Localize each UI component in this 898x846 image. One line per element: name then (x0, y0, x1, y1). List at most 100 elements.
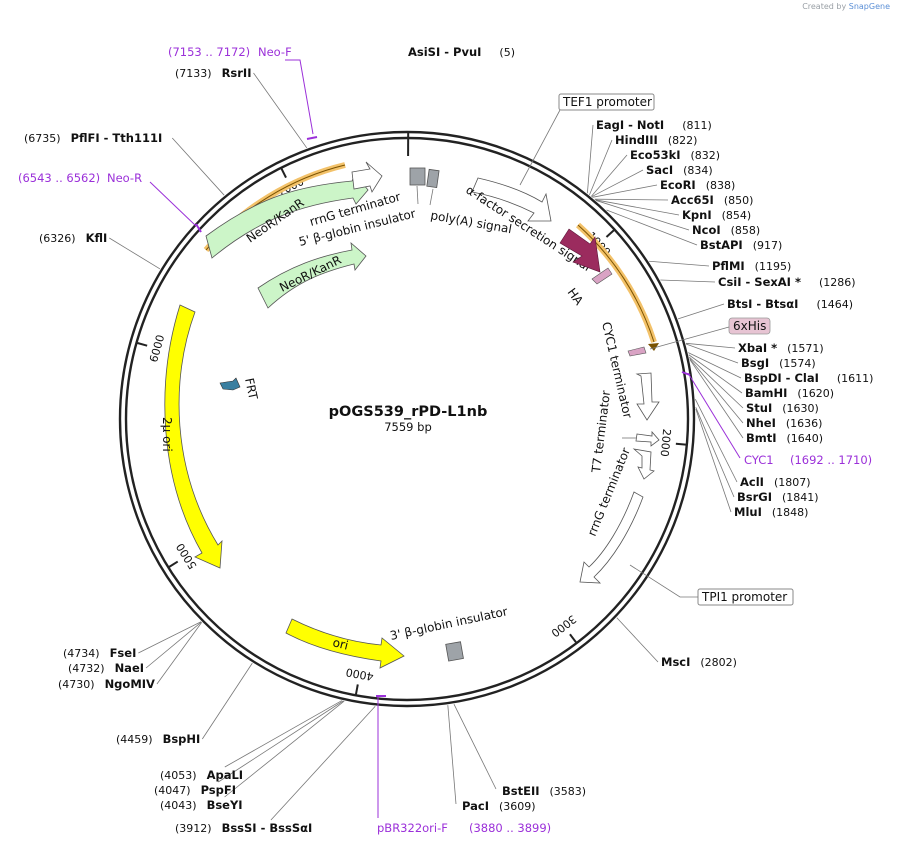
enzyme-fsei: (4734)FseI (63, 646, 136, 660)
enzyme-leader-acli (694, 398, 738, 483)
enzyme-kfli: (6326) KflI (39, 231, 107, 245)
enzyme-name: AsiSI - PvuI (408, 45, 481, 59)
enzyme-bspdi: BspDI - ClaI(1611) (744, 371, 873, 385)
enzyme-bsrgi: BsrGI (1841) (737, 490, 819, 504)
primer-pbr322-range: (3880 .. 3899) (469, 821, 551, 835)
enzyme-msci: MscI(2802) (661, 655, 737, 669)
enzyme-name: BspHI (163, 732, 201, 746)
enzyme-eco53ki: Eco53kI (832) (630, 148, 720, 162)
enzyme-position: (5) (499, 46, 515, 59)
primers: (7153 .. 7172) Neo-F (6543 .. 6562) Neo-… (18, 45, 872, 835)
tpi1-leader (629, 564, 698, 598)
two-micron-ori-label: 2μ ori (160, 417, 174, 452)
enzyme-name: BamHI (745, 386, 787, 400)
neor-kanr-inner-arrow (257, 241, 367, 309)
enzyme-position: (4459) (116, 733, 153, 746)
primer-neo-r-leader (149, 181, 197, 227)
enzyme-position: (6735) (24, 132, 61, 145)
enzyme-name: BstEII (502, 784, 540, 798)
enzyme-nhei: NheI(1636) (746, 416, 822, 430)
enzyme-position: (1571) (787, 342, 824, 355)
six-his-tag (627, 346, 647, 357)
enzyme-ncoi: NcoI(858) (692, 223, 760, 237)
enzyme-name: AclI (740, 475, 764, 489)
enzyme-leader-bstapi (606, 209, 698, 246)
enzyme-position: (1841) (782, 491, 819, 504)
six-his-leader (649, 326, 730, 350)
enzyme-position: (917) (753, 239, 783, 252)
enzyme-position: (1286) (819, 276, 856, 289)
enzyme-leader-ncoi (595, 200, 690, 231)
enzyme-position: (1620) (797, 387, 834, 400)
enzyme-leader-eagi (586, 124, 594, 194)
enzyme-position: (850) (724, 194, 754, 207)
ha-tag (591, 267, 613, 285)
enzyme-position: (4047) (154, 784, 191, 797)
plasmid-length: 7559 bp (384, 420, 432, 434)
primer-neo-f-leader (285, 59, 314, 135)
enzyme-position: (822) (668, 134, 698, 147)
alpha-orf-core (577, 224, 655, 343)
enzyme-ngomiv: (4730) NgoMIV (58, 677, 155, 691)
tick-3000 (569, 633, 577, 643)
enzyme-bsteii: BstEII (3583) (502, 784, 586, 798)
insulator-leader (416, 185, 419, 205)
six-his-label: 6xHis (733, 319, 766, 333)
enzyme-position: (811) (682, 119, 712, 132)
enzyme-position: (1464) (816, 298, 853, 311)
backbone-outer (118, 130, 696, 708)
enzyme-name: EagI - NotI (596, 118, 664, 132)
enzyme-name: KflI (86, 231, 108, 245)
enzyme-mlui: MluI (1848) (734, 505, 808, 519)
enzyme-position: (858) (731, 224, 761, 237)
primer-neo-r-mark (195, 223, 202, 233)
rrng-terminator-top-arrow (351, 161, 383, 193)
enzyme-leader-acc65i (594, 198, 669, 201)
enzyme-leader-eco53ki (591, 154, 628, 197)
six-his-box (728, 317, 771, 335)
frt-feature (219, 377, 241, 391)
enzyme-name: BsgI (741, 356, 769, 370)
enzyme-leader-naei (145, 621, 202, 669)
frt-label: FRT (242, 377, 260, 402)
enzyme-leader-bamhi (688, 354, 743, 394)
enzyme-position: (3583) (550, 785, 587, 798)
tef1-promoter-box (558, 93, 655, 111)
primer-cyc1-leader (687, 372, 741, 459)
two-micron-ori-arrow (164, 304, 223, 569)
enzyme-position: (1807) (774, 476, 811, 489)
ori-arrow (285, 618, 405, 669)
enzyme-name: MluI (734, 505, 762, 519)
enzyme-position: (1636) (786, 417, 823, 430)
enzyme-acc65i: Acc65I(850) (671, 193, 753, 207)
enzyme-name: NgoMIV (105, 677, 155, 691)
enzyme-leader-bsrgi (695, 407, 735, 498)
t7-terminator-label: T7 terminator (589, 390, 613, 475)
enzyme-eagi: EagI - NotI (811) (596, 118, 712, 132)
enzyme-leader-saci (591, 169, 644, 198)
enzyme-bmti: BmtI(1640) (746, 431, 823, 445)
enzyme-position: (4730) (58, 678, 95, 691)
enzyme-position: (6326) (39, 232, 76, 245)
t7-terminator-arrow (635, 430, 660, 447)
enzyme-leader-stui (689, 356, 744, 409)
enzyme-btsi: BtsI - BtsαI(1464) (727, 297, 853, 311)
enzyme-position: (1848) (772, 506, 809, 519)
enzyme-bstapi: BstAPI(917) (700, 238, 782, 252)
enzyme-ecori: EcoRI(838) (660, 178, 735, 192)
enzyme-name: MscI (661, 655, 690, 669)
tick-6000 (137, 342, 148, 347)
plasmid-name: pOGS539_rPD-L1nb (329, 404, 488, 420)
enzyme-name: EcoRI (660, 178, 696, 192)
enzyme-name: PflFI - Tth111I (71, 131, 163, 145)
enzyme-leader-bspdi (688, 352, 742, 379)
five-prime-insulator-box (409, 167, 426, 186)
enzyme-leader-nhei (689, 358, 744, 424)
brand-prefix: Created by (802, 2, 847, 11)
tef1-promoter-label: TEF1 promoter (562, 95, 652, 109)
tick-label-3000: 3000 (549, 612, 579, 639)
enzyme-position: (832) (691, 149, 721, 162)
enzyme-name: BsrGI (737, 490, 772, 504)
enzyme-name: Eco53kI (630, 148, 681, 162)
tick-2000 (675, 442, 686, 446)
